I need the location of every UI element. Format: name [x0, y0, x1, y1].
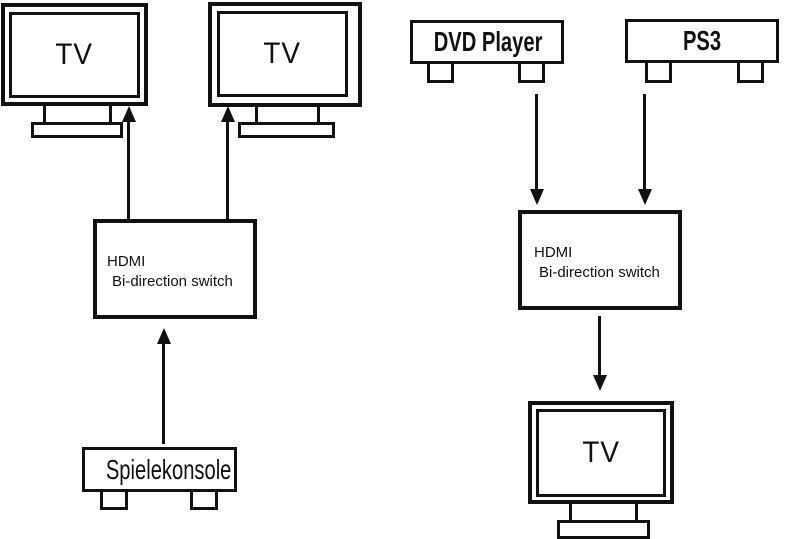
left-hdmi-switch: HDMI Bi-direction switch: [93, 219, 257, 319]
dvd-foot: [518, 61, 545, 83]
tv-stand: [31, 122, 123, 138]
arrow-line: [127, 119, 130, 220]
tv-stand: [238, 122, 335, 138]
tv-screen: TV: [536, 409, 666, 497]
arrow-line: [226, 119, 229, 220]
arrow-line: [535, 94, 538, 192]
console-foot: [190, 489, 218, 510]
dvd-box: DVD Player: [410, 20, 564, 64]
tv-neck: [569, 504, 638, 520]
console-label: Spielekonsole: [105, 453, 232, 485]
switch-label-line2: Bi-direction switch: [112, 273, 233, 290]
tv-neck: [43, 106, 112, 122]
tv-label: TV: [263, 37, 302, 70]
console-box: Spielekonsole: [82, 447, 237, 492]
arrowhead-up-icon: [157, 328, 171, 344]
dvd-foot: [427, 61, 454, 83]
arrowhead-up-icon: [221, 106, 235, 122]
switch-label-line1: HDMI: [534, 244, 573, 261]
tv-screen: TV: [9, 12, 140, 98]
tv-label: TV: [55, 38, 94, 71]
right-hdmi-switch: HDMI Bi-direction switch: [518, 210, 682, 310]
arrowhead-down-icon: [638, 189, 652, 205]
arrow-line: [643, 94, 646, 192]
ps3-label: PS3: [682, 25, 722, 56]
arrow-line: [598, 316, 601, 378]
ps3-box: PS3: [625, 19, 779, 63]
ps3-foot: [737, 60, 764, 83]
switch-label-line1: HDMI: [107, 253, 146, 270]
tv-neck: [255, 107, 320, 122]
ps3-foot: [645, 60, 672, 83]
arrowhead-up-icon: [122, 106, 136, 122]
switch-label-line2: Bi-direction switch: [539, 264, 660, 281]
tv-screen: TV: [217, 11, 348, 97]
console-foot: [100, 489, 128, 510]
tv-stand: [557, 520, 650, 539]
arrow-line: [162, 341, 165, 444]
dvd-label: DVD Player: [433, 26, 543, 57]
arrowhead-down-icon: [593, 375, 607, 391]
tv-label: TV: [582, 436, 620, 469]
arrowhead-down-icon: [530, 189, 544, 205]
